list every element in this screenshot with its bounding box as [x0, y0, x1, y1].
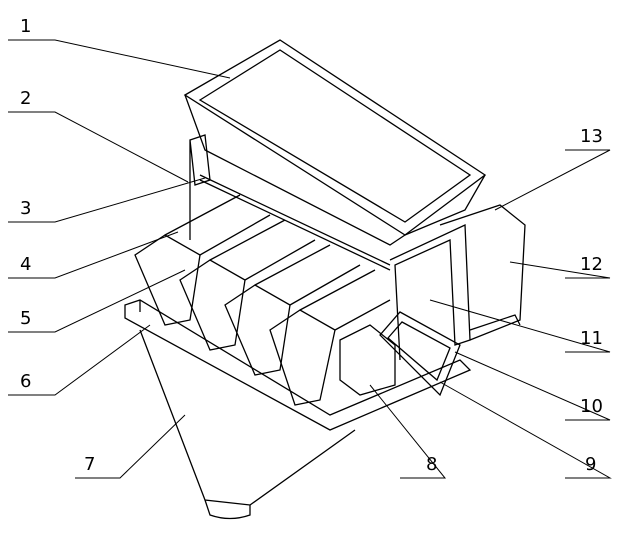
- label-13: 13: [580, 126, 603, 147]
- buckets: [134, 194, 391, 406]
- label-12: 12: [580, 254, 603, 275]
- label-3: 3: [20, 198, 32, 219]
- control-box: [439, 204, 526, 341]
- touch-screen: [379, 311, 461, 397]
- label-7: 7: [84, 454, 96, 475]
- collecting-tray: [124, 299, 472, 431]
- label-6: 6: [20, 371, 32, 392]
- label-5: 5: [20, 308, 32, 329]
- label-8: 8: [426, 454, 438, 475]
- label-9: 9: [585, 454, 597, 475]
- label-1: 1: [20, 16, 32, 37]
- top-hopper: [183, 39, 487, 236]
- label-2: 2: [20, 88, 32, 109]
- leader-lines: [8, 39, 612, 479]
- label-4: 4: [20, 254, 32, 275]
- label-11: 11: [580, 328, 603, 349]
- label-10: 10: [580, 396, 603, 417]
- motor-box: [339, 324, 396, 396]
- feeder-bar: [199, 174, 391, 271]
- discharge-funnel: [139, 329, 356, 506]
